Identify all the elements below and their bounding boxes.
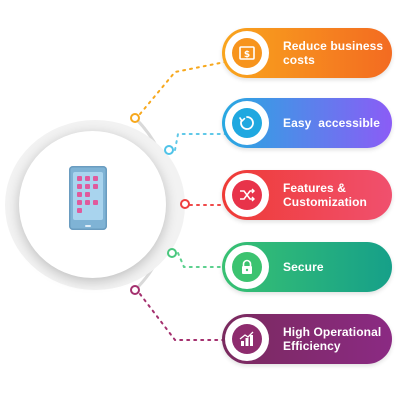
- connector-2: [174, 133, 226, 151]
- lock-icon: [242, 259, 252, 274]
- hub-circle: [19, 131, 166, 278]
- feature-label-2-line1: Easy accessible: [283, 116, 381, 130]
- node-4: [167, 248, 177, 258]
- feature-card-customization: Features & Customization: [222, 170, 392, 220]
- feature-card-efficiency: High Operational Efficiency: [222, 314, 392, 364]
- feature-card-secure: Secure: [222, 242, 392, 292]
- feature-label-5-line2: Efficiency: [283, 339, 341, 353]
- feature-label-3-line2: Customization: [283, 195, 367, 209]
- node-1: [130, 113, 140, 123]
- connector-4: [177, 252, 226, 268]
- feature-label-4-line1: Secure: [283, 260, 324, 274]
- feature-label-5-line1: High Operational: [283, 325, 382, 339]
- feature-card-easy-accessible: Easy accessible: [222, 98, 392, 148]
- node-5: [130, 285, 140, 295]
- node-2: [164, 145, 174, 155]
- feature-card-reduce-costs: $ Reduce business costs: [222, 28, 392, 78]
- shuffle-icon: [240, 188, 255, 202]
- feature-label-1-line2: costs: [283, 53, 315, 67]
- refresh-icon: [239, 116, 254, 130]
- svg-text:$: $: [244, 50, 250, 60]
- connector-5: [139, 293, 226, 341]
- money-icon: $: [239, 46, 255, 60]
- feature-label-1-line1: Reduce business: [283, 39, 384, 53]
- growth-chart-icon: [239, 331, 254, 346]
- mobile-phone-icon: [69, 166, 107, 230]
- feature-label-3-line1: Features &: [283, 181, 347, 195]
- connector-1: [139, 61, 226, 115]
- node-3: [180, 199, 190, 209]
